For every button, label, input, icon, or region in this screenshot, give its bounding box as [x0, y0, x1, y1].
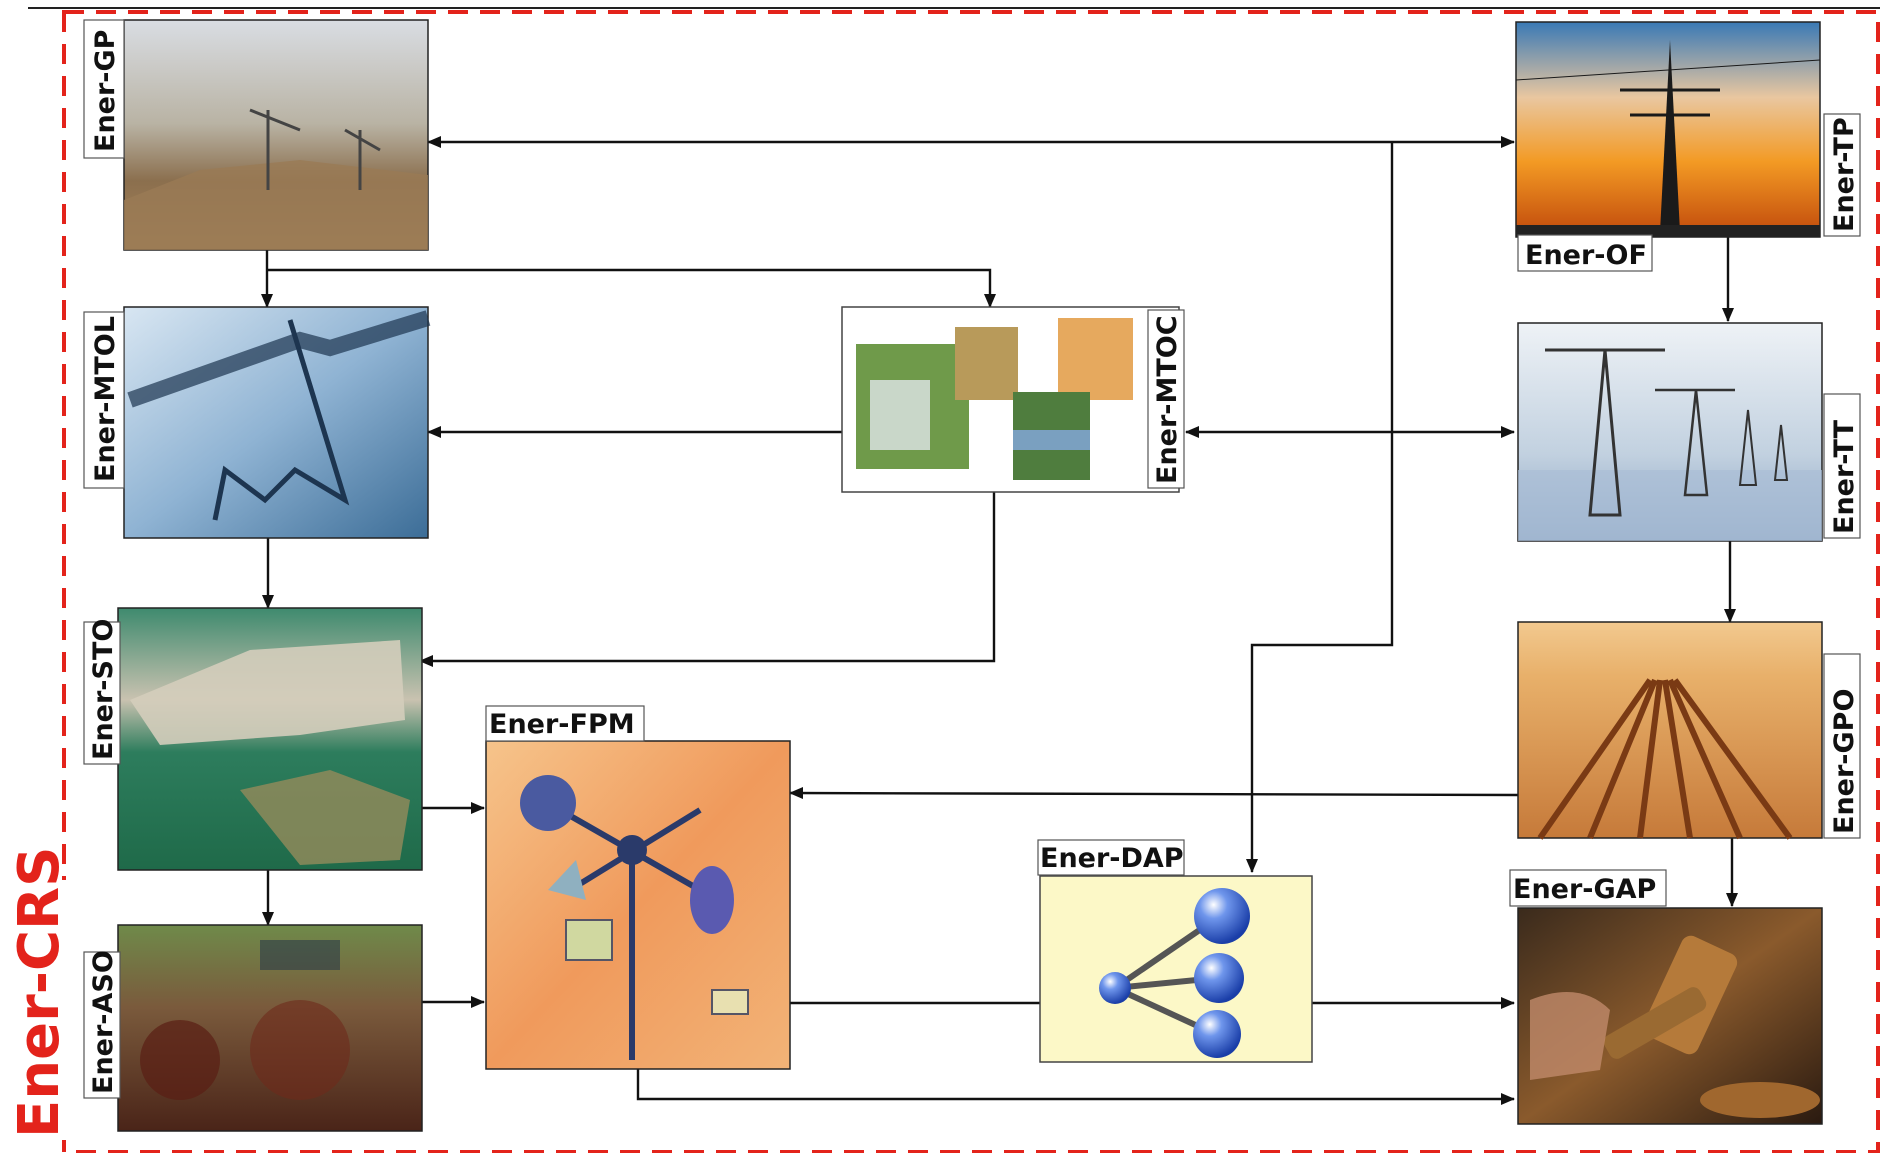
pipeline-photo — [1058, 318, 1133, 400]
label-ener-gap: Ener-GAP — [1513, 874, 1656, 905]
node-ener-aso: Ener-ASO — [83, 924, 423, 1132]
label-ener-tp: Ener-TP — [1829, 117, 1860, 232]
node-ener-tt: Ener-TT — [1517, 322, 1861, 542]
network-node-middle — [1194, 953, 1244, 1003]
label-ener-mtol: Ener-MTOL — [90, 316, 121, 482]
label-ener-tt: Ener-TT — [1829, 419, 1860, 534]
node-ener-fpm: Ener-FPM — [485, 705, 791, 1070]
network-node-bottom — [1193, 1010, 1241, 1058]
node-ener-gp: Ener-GP — [83, 19, 429, 251]
label-ener-aso: Ener-ASO — [88, 950, 119, 1094]
network-node-small — [1099, 972, 1131, 1004]
label-ener-dap: Ener-DAP — [1040, 843, 1184, 874]
label-ener-fpm: Ener-FPM — [489, 709, 635, 740]
refinery-photo — [955, 327, 1018, 400]
label-ener-gpo: Ener-GPO — [1829, 689, 1860, 834]
system-boundary — [62, 10, 1880, 1153]
outer-label-ener-crs: Ener-CRS — [7, 846, 72, 1138]
node-ener-sto: Ener-STO — [83, 607, 423, 871]
node-ener-dap: Ener-DAP — [1037, 839, 1313, 1063]
node-ener-gpo: Ener-GPO — [1517, 621, 1861, 840]
label-ener-mtoc: Ener-MTOC — [1152, 315, 1183, 484]
dap-frame — [1039, 875, 1313, 1063]
connectors — [261, 136, 1738, 1105]
node-ener-mtoc: Ener-MTOC — [841, 306, 1185, 493]
node-ener-gap: Ener-GAP — [1509, 869, 1823, 1125]
node-ener-tp: Ener-TP Ener-OF — [1515, 21, 1861, 272]
label-ener-sto: Ener-STO — [88, 619, 119, 760]
label-ener-of: Ener-OF — [1525, 240, 1647, 271]
label-ener-gp: Ener-GP — [90, 30, 121, 152]
network-node-top — [1194, 888, 1250, 944]
node-ener-mtol: Ener-MTOL — [83, 306, 431, 539]
